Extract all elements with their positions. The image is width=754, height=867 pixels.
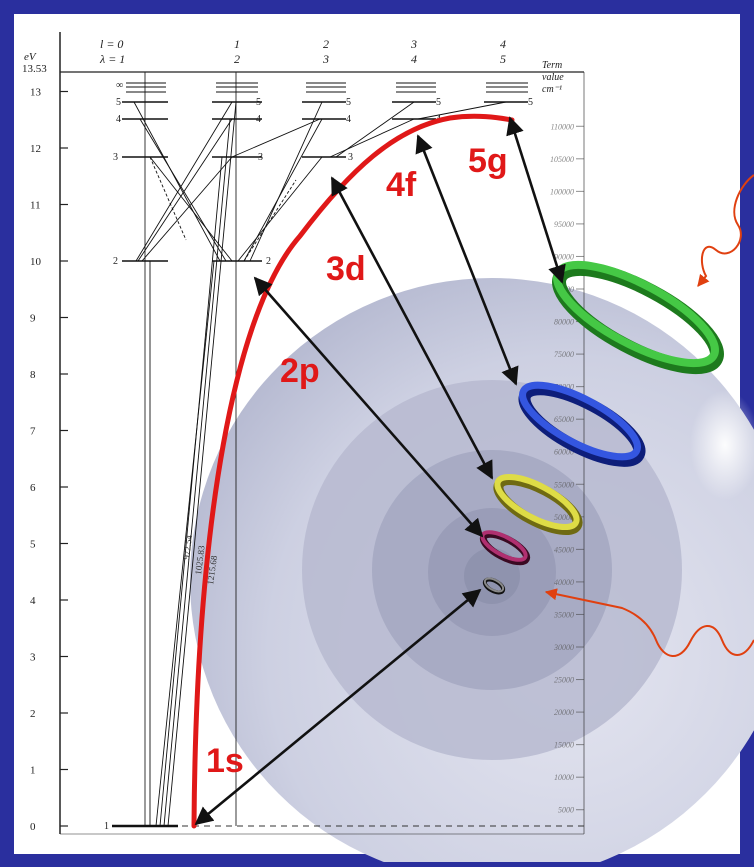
ring-4f: [518, 381, 646, 467]
photon-arrow-upper: [697, 174, 754, 287]
lambda-row-3: 4: [411, 52, 417, 66]
label-4f: 4f: [386, 166, 417, 204]
ev-tick-label: 13: [30, 87, 42, 99]
ring-1s: [482, 577, 506, 595]
term-value-label-1: Term: [542, 60, 562, 71]
level-label-s-5: 5: [116, 97, 121, 108]
photon-arrows: [544, 174, 754, 657]
wavelength-labels: 972.54 1025.83 1215.68: [181, 534, 219, 585]
transition-lines: [133, 101, 507, 827]
arrow-5g: [506, 116, 566, 284]
level-label-s-2: 2: [113, 256, 118, 267]
term-tick-label: 5000: [558, 806, 574, 815]
lambda-row-4: 5: [500, 52, 506, 66]
term-tick-label: 50000: [554, 513, 574, 522]
diagram-frame: [59, 32, 585, 835]
level-label-p-3: 3: [258, 152, 263, 163]
level-bundles: [126, 82, 528, 93]
term-tick-label: 10000: [554, 773, 574, 782]
term-tick-label: 40000: [554, 578, 574, 587]
lambda-row-0: λ = 1: [99, 52, 125, 66]
ev-tick-label: 4: [30, 595, 36, 607]
l-row-4: 4: [500, 37, 506, 51]
arrow-4f: [415, 134, 519, 386]
level-label-p-5: 5: [256, 97, 261, 108]
level-label-s-1: 1: [104, 821, 109, 832]
diagram-header: eV 13.53 l = 0 1 2 3 4 λ = 1 2 3 4 5 Ter…: [22, 37, 564, 95]
l-row-2: 2: [323, 37, 329, 51]
level-label-f-5: 5: [436, 97, 441, 108]
term-value-label-2: value: [542, 72, 564, 83]
term-tick-label: 45000: [554, 545, 574, 554]
term-tick-label: 35000: [553, 610, 574, 619]
lambda-row-1: 2: [234, 52, 240, 66]
ev-tick-label: 6: [30, 482, 36, 494]
ev-tick-label: 5: [30, 539, 36, 551]
orbital-arrows: [194, 116, 566, 826]
photon-arrow-lower: [544, 588, 754, 657]
ev-unit: eV: [24, 51, 37, 63]
ev-tick-label: 9: [30, 313, 36, 325]
term-tick-label: 55000: [554, 480, 574, 489]
level-label-g-5: 5: [528, 97, 533, 108]
level-label-s-inf: ∞: [116, 80, 123, 91]
arrow-3d: [330, 176, 494, 480]
ev-tick-label: 12: [30, 143, 41, 155]
l-row-0: l = 0: [100, 37, 123, 51]
term-tick-label: 25000: [554, 676, 574, 685]
label-3d: 3d: [326, 250, 366, 288]
level-label-d-4: 4: [346, 114, 351, 125]
level-label-d-5: 5: [346, 97, 351, 108]
term-tick-label: 30000: [553, 643, 574, 652]
ev-tick-label: 3: [30, 652, 36, 664]
ev-max: 13.53: [22, 63, 47, 75]
ev-tick-label: 10: [30, 256, 42, 268]
wavelength-label-1: 972.54: [181, 534, 194, 560]
level-label-s-3: 3: [113, 152, 118, 163]
l-row-1: 1: [234, 37, 240, 51]
ev-tick-label: 7: [30, 426, 36, 438]
term-tick-label: 60000: [554, 448, 574, 457]
term-tick-label: 75000: [554, 350, 574, 359]
arrow-1s: [194, 588, 482, 826]
ev-tick-label: 1: [30, 765, 36, 777]
ev-tick-label: 8: [30, 369, 36, 381]
label-5g: 5g: [468, 142, 508, 180]
orbital-labels: 1s 2p 3d 4f 5g: [206, 142, 508, 780]
l-row-3: 3: [410, 37, 417, 51]
ev-tick-label: 2: [30, 708, 36, 720]
wavelength-label-2: 1025.83: [193, 544, 207, 575]
lambda-row-2: 3: [322, 52, 329, 66]
energy-curve: [191, 113, 515, 829]
term-tick-label: 90000: [554, 252, 574, 261]
sphere-highlight: [690, 390, 754, 500]
term-tick-label: 80000: [554, 318, 574, 327]
term-tick-label: 110000: [551, 122, 574, 131]
label-2p: 2p: [280, 352, 320, 390]
term-tick-label: 20000: [554, 708, 574, 717]
ring-3d: [493, 473, 583, 536]
term-value-label-3: cm⁻¹: [542, 84, 562, 95]
level-label-p-4: 4: [256, 114, 261, 125]
level-label-d-3: 3: [348, 152, 353, 163]
term-tick-label: 15000: [554, 741, 574, 750]
term-tick-label: 65000: [554, 415, 574, 424]
ev-tick-label: 11: [30, 200, 41, 212]
ev-tick-label: 0: [30, 821, 36, 833]
level-label-s-4: 4: [116, 114, 121, 125]
label-1s: 1s: [206, 742, 244, 780]
term-tick-label: 95000: [554, 220, 574, 229]
level-label-p-2: 2: [266, 256, 271, 267]
term-tick-label: 105000: [550, 155, 574, 164]
term-tick-label: 100000: [550, 187, 574, 196]
